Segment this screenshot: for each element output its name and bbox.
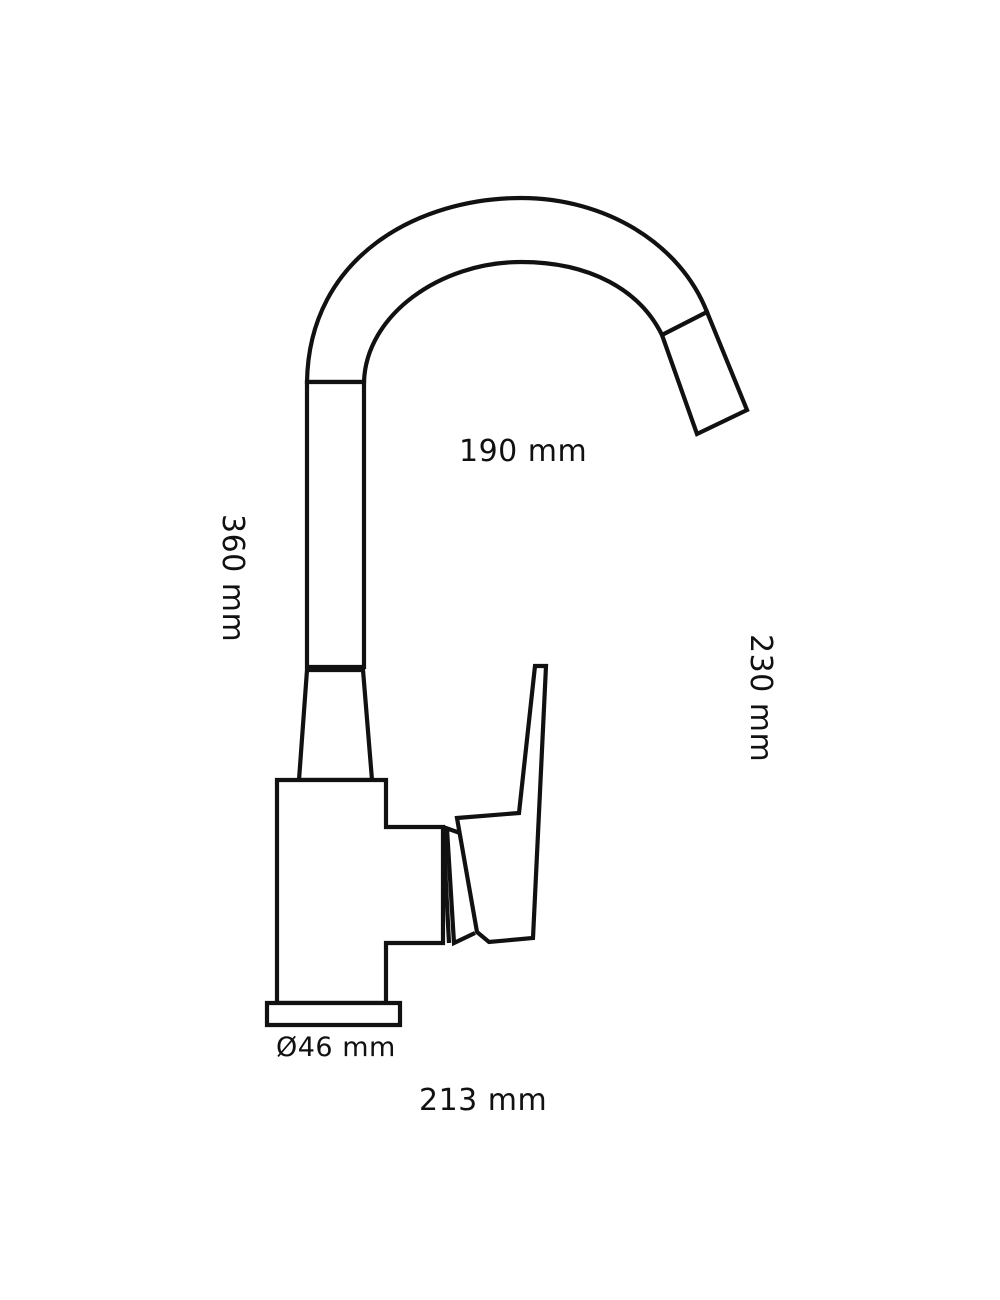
- spout-tip: [659, 309, 750, 437]
- dimension-spout-height: 230 mm: [743, 634, 778, 763]
- faucet-body: [274, 777, 446, 1006]
- spout-arc: [304, 195, 710, 385]
- dimension-spout-reach: 190 mm: [459, 434, 588, 469]
- riser-upper: [304, 379, 367, 670]
- dimension-total-height: 360 mm: [215, 514, 250, 643]
- lever-handle: [454, 663, 549, 945]
- base-plate: [264, 1000, 403, 1028]
- dimension-base-diameter: Ø46 mm: [276, 1032, 396, 1063]
- dimension-total-depth: 213 mm: [419, 1083, 548, 1118]
- cartridge-detail: [440, 825, 476, 947]
- riser-tapered-collar: [296, 667, 375, 783]
